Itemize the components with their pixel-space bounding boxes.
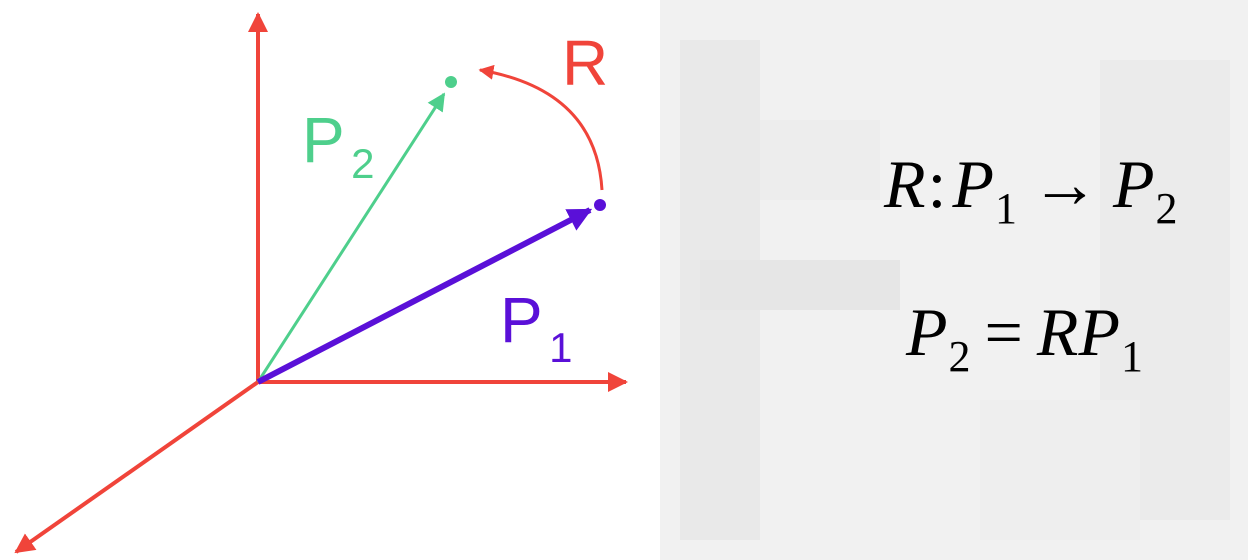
equation-mapping: R:P1→P2 [884,150,1178,231]
eq1-p-to: P [1113,146,1155,222]
eq1-p-from: P [952,146,994,222]
eq1-arrow: → [1031,146,1099,222]
p2-label: P 2 [302,104,375,187]
eq2-equals: = [984,294,1023,370]
p2-label-sub: 2 [351,140,374,187]
point-p1 [594,199,606,211]
vector-p1 [256,207,593,385]
p1-label-main: P [500,284,543,356]
eq2-lhs: P [906,294,948,370]
rotation-arc [478,64,604,191]
vector-p2 [256,92,446,383]
rotation-label: R [562,27,608,99]
equation-product: P2=RP1 [906,298,1143,379]
eq1-colon: : [927,146,947,222]
eq2-rhs: P [1078,294,1120,370]
eq1-p-to-sub: 2 [1155,184,1178,233]
eq2-r: R [1036,294,1079,370]
eq1-r: R [884,146,926,222]
eq1-p-from-sub: 1 [995,184,1017,233]
eq2-lhs-sub: 2 [948,332,971,381]
y-axis-diagonal [14,380,260,554]
eq2-rhs-sub: 1 [1121,332,1143,381]
p2-label-main: P [302,104,345,176]
p1-label-sub: 1 [549,324,572,371]
point-p2 [445,76,457,88]
p1-label: P 1 [500,284,573,371]
